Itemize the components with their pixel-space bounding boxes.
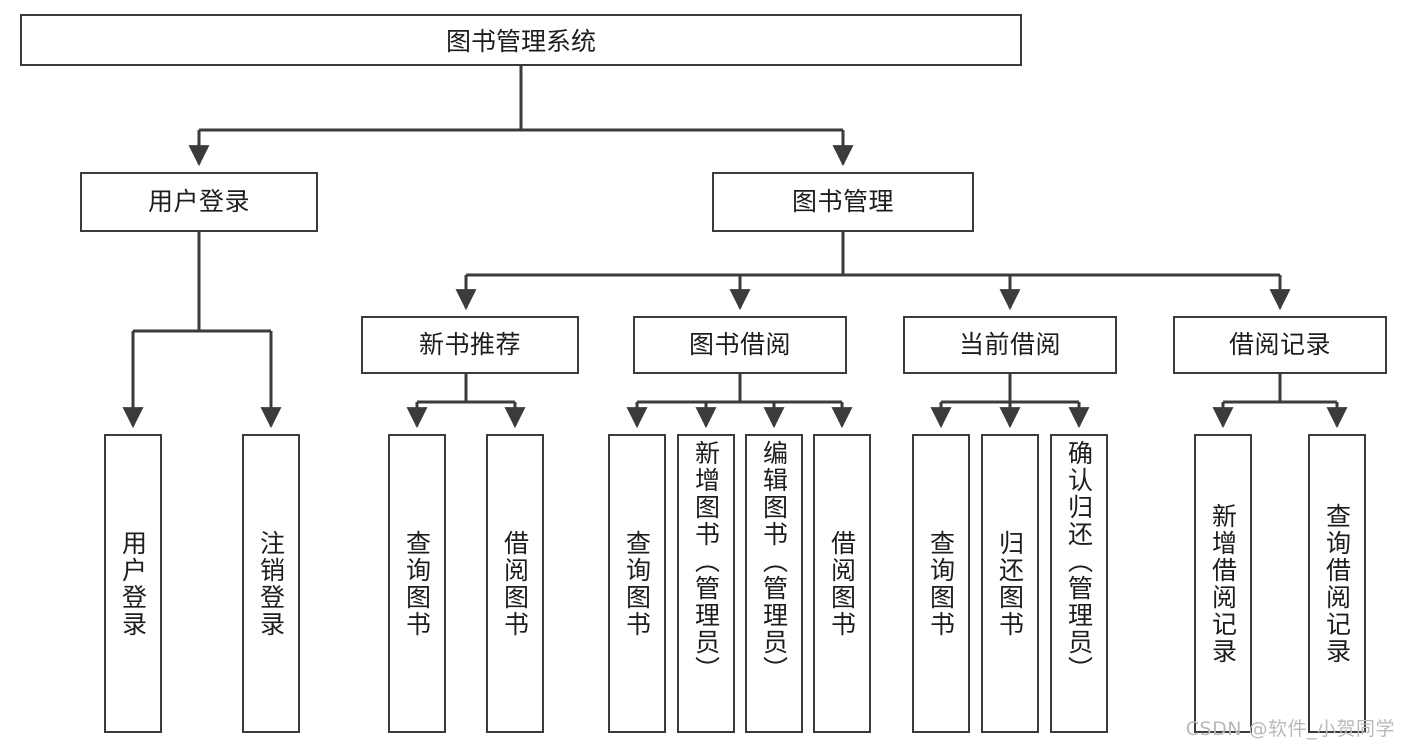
leaf-label: 查询借阅记录 [1322,502,1352,665]
leaf-label: 查询图书 [926,529,956,638]
leaf-borrow-record-add-record[interactable]: 新增借阅记录 [1194,434,1252,733]
leaf-label: 注销登录 [256,529,286,638]
leaf-label: 借阅图书 [500,529,530,638]
node-book-borrow[interactable]: 图书借阅 [633,316,847,374]
leaf-current-borrow-query-book[interactable]: 查询图书 [912,434,970,733]
leaf-label: 用户登录 [118,529,148,638]
leaf-current-borrow-return-book[interactable]: 归还图书 [981,434,1039,733]
node-user-login[interactable]: 用户登录 [80,172,318,232]
node-new-book-recommend-label: 新书推荐 [418,330,521,360]
leaf-label: 确认归还（管理员） [1064,440,1094,683]
leaf-user-login-login[interactable]: 用户登录 [104,434,162,733]
leaf-label: 新增借阅记录 [1208,502,1238,665]
leaf-label: 编辑图书（管理员） [759,440,789,683]
leaf-label: 查询图书 [622,529,652,638]
node-borrow-record-label: 借阅记录 [1228,330,1331,360]
leaf-book-borrow-borrow-book[interactable]: 借阅图书 [813,434,871,733]
leaf-user-login-logout[interactable]: 注销登录 [242,434,300,733]
watermark-text: CSDN @软件_小贺同学 [1185,718,1395,740]
node-borrow-record[interactable]: 借阅记录 [1173,316,1387,374]
leaf-current-borrow-confirm-return-admin[interactable]: 确认归还（管理员） [1050,434,1108,733]
leaf-new-book-borrow-book[interactable]: 借阅图书 [486,434,544,733]
leaf-label: 新增图书（管理员） [691,440,721,683]
node-book-management-label: 图书管理 [791,187,894,217]
node-root-system[interactable]: 图书管理系统 [20,14,1022,66]
leaf-label: 借阅图书 [827,529,857,638]
leaf-borrow-record-query-record[interactable]: 查询借阅记录 [1308,434,1366,733]
node-book-borrow-label: 图书借阅 [688,330,791,360]
leaf-new-book-query-book[interactable]: 查询图书 [388,434,446,733]
leaf-book-borrow-query-book[interactable]: 查询图书 [608,434,666,733]
leaf-label: 查询图书 [402,529,432,638]
leaf-book-borrow-add-book-admin[interactable]: 新增图书（管理员） [677,434,735,733]
node-current-borrow[interactable]: 当前借阅 [903,316,1117,374]
node-root-label: 图书管理系统 [445,27,596,56]
node-book-management[interactable]: 图书管理 [712,172,974,232]
leaf-label: 归还图书 [995,529,1025,638]
node-current-borrow-label: 当前借阅 [958,330,1061,360]
node-new-book-recommend[interactable]: 新书推荐 [361,316,579,374]
node-user-login-label: 用户登录 [147,187,250,217]
leaf-book-borrow-edit-book-admin[interactable]: 编辑图书（管理员） [745,434,803,733]
